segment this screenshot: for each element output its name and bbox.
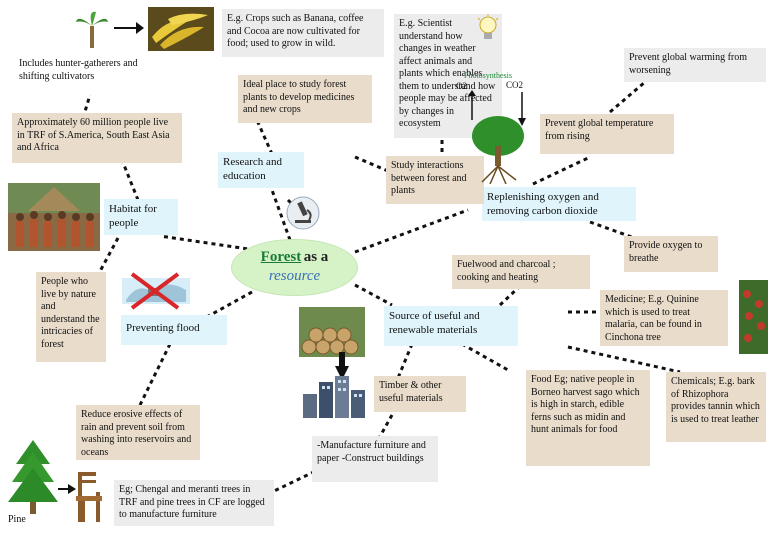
note-ideal: Ideal place to study forest plants to de… [238,75,372,123]
pine-tree-icon [8,440,58,514]
tribe-photo [8,183,100,251]
arrow-right-icon [114,22,144,34]
branch-research: Research and education [218,152,304,188]
note-scientist-text: E.g. Scientist understand how changes in… [399,18,496,129]
note-timber-text: Timber & other useful materials [379,380,443,404]
note-million: Approximately 60 million people live in … [12,113,182,163]
note-million-text: Approximately 60 million people live in … [17,117,170,153]
note-chengal-text: Eg; Chengal and meranti trees in TRF and… [119,484,265,520]
chair-icon [76,472,102,522]
note-prevent-temp: Prevent global temperature from rising [540,114,674,154]
note-oxygen: Provide oxygen to breathe [624,236,718,272]
note-fuelwood: Fuelwood and charcoal ; cooking and heat… [452,255,590,289]
note-chemicals-text: Chemicals; E.g. bark of Rhizophora provi… [671,376,760,425]
note-people-live: People who live by nature and understand… [36,272,106,362]
note-medicine-text: Medicine; E.g. Quinine which is used to … [605,294,702,343]
note-crops: E.g. Crops such as Banana, coffee and Co… [222,9,384,57]
note-prevent-warming-text: Prevent global warming from worsening [629,52,748,76]
pine-label: Pine [8,514,26,525]
note-fuelwood-text: Fuelwood and charcoal ; cooking and heat… [457,259,556,283]
note-reduce: Reduce erosive effects of rain and preve… [76,405,200,460]
microscope-icon [286,196,320,230]
central-topic: Forest as a resource [231,239,358,296]
note-timber: Timber & other useful materials [374,376,466,412]
fruit-photo [739,280,768,354]
note-prevent-warming: Prevent global warming from worsening [624,48,766,82]
o2-label: O2 [456,81,467,91]
arrow-right-icon [58,484,76,494]
note-hunter: Includes hunter-gatherers and shifting c… [14,54,150,84]
note-prevent-temp-text: Prevent global temperature from rising [545,118,654,142]
note-chemicals: Chemicals; E.g. bark of Rhizophora provi… [666,372,766,442]
branch-flood: Preventing flood [121,315,227,345]
co2-label: CO2 [506,80,524,90]
note-hunter-text: Includes hunter-gatherers and shifting c… [19,58,138,82]
branch-habitat-label: Habitat for people [109,203,157,229]
photosynthesis-label: Photosynthesis [464,71,513,80]
note-medicine: Medicine; E.g. Quinine which is used to … [600,290,728,346]
flood-map-icon [122,272,190,310]
branch-source-label: Source of useful and renewable materials [389,310,480,336]
branch-source: Source of useful and renewable materials [384,306,518,346]
center-word-resource: resource [268,268,321,284]
note-manufacture: -Manufacture furniture and paper -Constr… [312,436,438,482]
branch-flood-label: Preventing flood [126,322,200,334]
note-oxygen-text: Provide oxygen to breathe [629,240,703,264]
lightbulb-icon [477,14,499,39]
buildings-icon [303,376,365,418]
note-study: Study interactions between forest and pl… [386,156,484,204]
branch-research-label: Research and education [223,156,282,182]
note-food-text: Food Eg; native people in Borneo harvest… [531,374,640,435]
branch-habitat: Habitat for people [104,199,178,235]
center-word-forest: Forest [260,249,302,265]
note-ideal-text: Ideal place to study forest plants to de… [243,79,355,115]
branch-replenish-label: Replenishing oxygen and removing carbon … [487,191,599,217]
center-word-as-a: as a [303,249,329,265]
bananas-icon [148,7,214,51]
note-study-text: Study interactions between forest and pl… [391,160,467,196]
arrow-down-icon [335,352,349,380]
note-reduce-text: Reduce erosive effects of rain and preve… [81,409,192,458]
tree-roots-icon [468,90,526,184]
logs-photo [299,307,365,357]
note-people-live-text: People who live by nature and understand… [41,276,100,350]
banana-tree-icon [76,11,108,48]
branch-replenish: Replenishing oxygen and removing carbon … [482,187,636,221]
note-crops-text: E.g. Crops such as Banana, coffee and Co… [227,13,364,49]
note-chengal: Eg; Chengal and meranti trees in TRF and… [114,480,274,526]
note-food: Food Eg; native people in Borneo harvest… [526,370,650,466]
note-manufacture-text: -Manufacture furniture and paper -Constr… [317,440,426,464]
